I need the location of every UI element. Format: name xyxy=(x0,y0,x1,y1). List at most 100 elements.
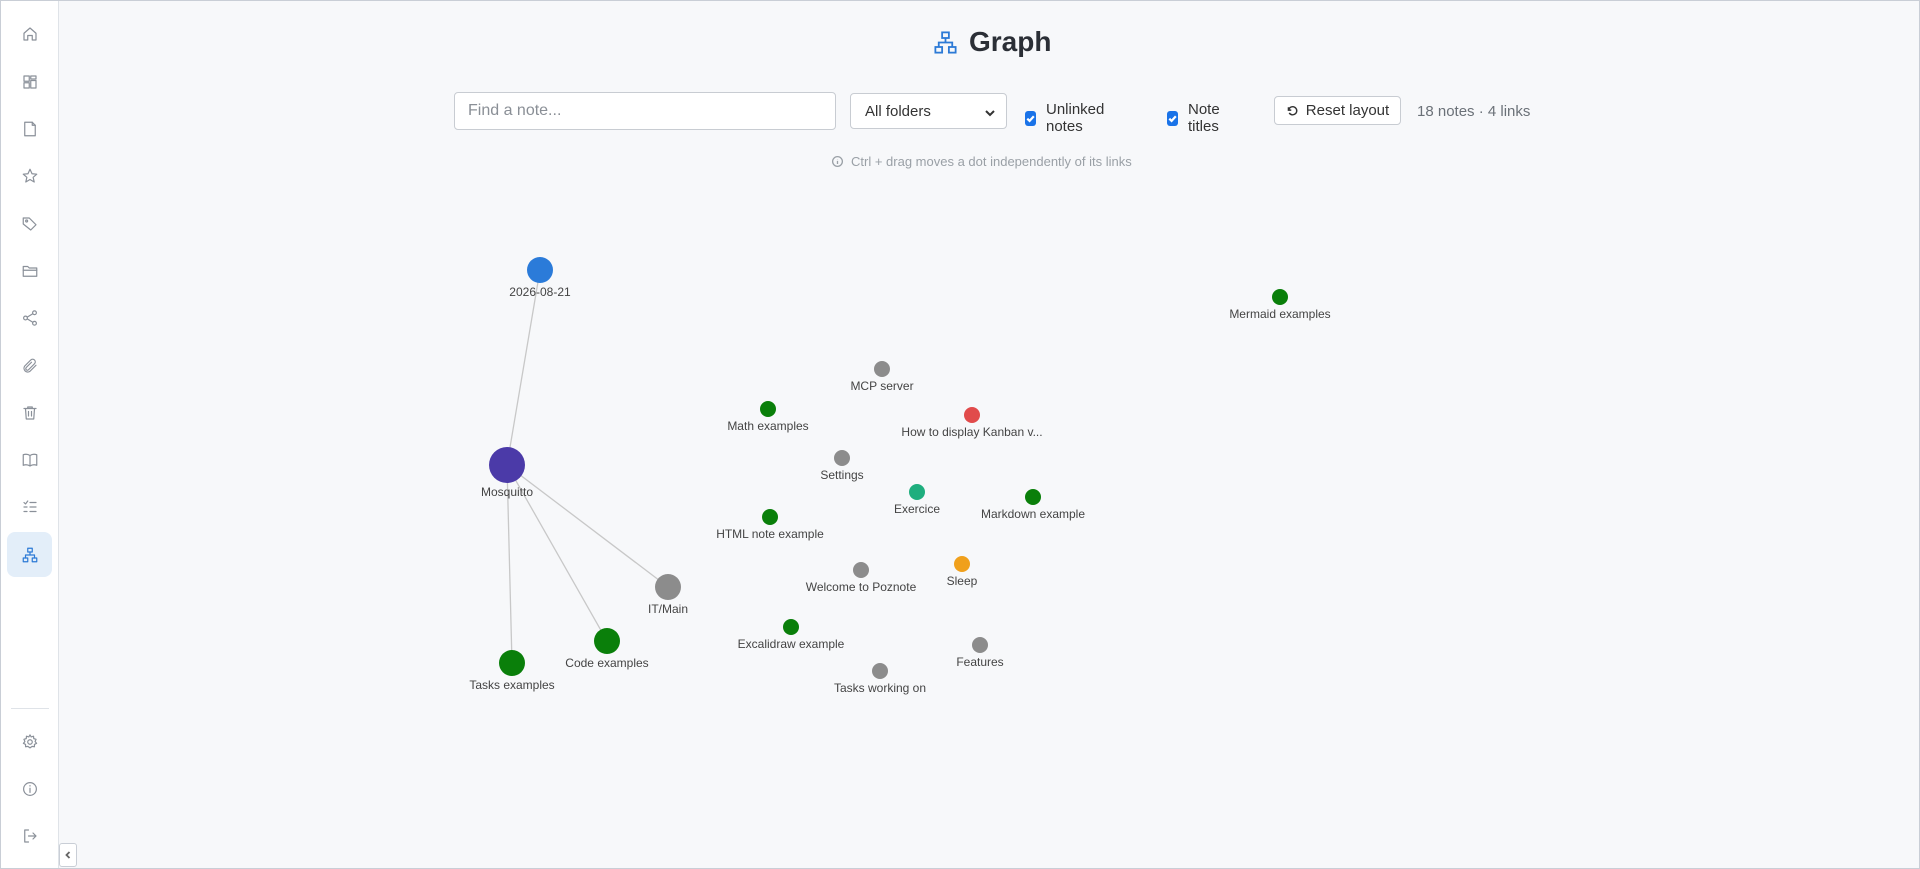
home-icon xyxy=(22,26,37,41)
sidebar-item-favorites[interactable] xyxy=(7,153,52,198)
note-titles-toggle[interactable]: Note titles xyxy=(1167,101,1224,135)
graph-node-dot[interactable] xyxy=(853,562,869,578)
graph-node-label: 2026-08-21 xyxy=(509,285,571,299)
book-icon xyxy=(22,453,37,467)
graph-node-label: Tasks working on xyxy=(834,681,926,695)
sidebar-item-graph[interactable] xyxy=(7,532,52,577)
graph-node[interactable]: Math examples xyxy=(727,401,809,433)
folder-icon xyxy=(22,265,37,277)
page-title: Graph xyxy=(932,24,1051,60)
sidebar-divider xyxy=(11,708,49,709)
graph-node[interactable]: IT/Main xyxy=(648,574,688,616)
graph-node[interactable]: Code examples xyxy=(565,628,649,670)
graph-node-label: Settings xyxy=(820,468,863,482)
sidebar-item-logout[interactable] xyxy=(7,813,52,858)
graph-node[interactable]: Settings xyxy=(820,450,864,482)
graph-node[interactable]: HTML note example xyxy=(716,509,824,541)
sidebar-item-home[interactable] xyxy=(7,11,52,56)
graph-node-dot[interactable] xyxy=(594,628,620,654)
graph-node[interactable]: Tasks working on xyxy=(834,663,926,695)
graph-node-dot[interactable] xyxy=(874,361,890,377)
graph-node[interactable]: 2026-08-21 xyxy=(509,257,571,299)
graph-node-label: Sleep xyxy=(947,574,978,588)
graph-node-dot[interactable] xyxy=(954,556,970,572)
graph-node-dot[interactable] xyxy=(964,407,980,423)
star-icon xyxy=(22,168,37,183)
drag-hint: Ctrl + drag moves a dot independently of… xyxy=(831,154,1132,169)
graph-node[interactable]: Welcome to Poznote xyxy=(806,562,917,594)
graph-node-dot[interactable] xyxy=(760,401,776,417)
graph-node[interactable]: MCP server xyxy=(850,361,914,393)
graph-node[interactable]: Exercice xyxy=(894,484,940,516)
graph-node-label: MCP server xyxy=(850,379,913,393)
gear-icon xyxy=(22,733,37,748)
graph-node-dot[interactable] xyxy=(909,484,925,500)
sidebar-item-tasks[interactable] xyxy=(7,484,52,529)
reset-layout-button[interactable]: Reset layout xyxy=(1274,96,1401,125)
graph-node-label: Exercice xyxy=(894,502,940,516)
graph-node-dot[interactable] xyxy=(527,257,553,283)
checkmark-icon xyxy=(1168,115,1177,122)
sidebar-item-tags[interactable] xyxy=(7,201,52,246)
folder-select[interactable]: All folders xyxy=(850,93,1007,129)
sidebar-item-settings[interactable] xyxy=(7,719,52,764)
folder-select-value: All folders xyxy=(865,102,931,120)
note-titles-checkbox[interactable] xyxy=(1167,110,1178,126)
sidebar-item-guide[interactable] xyxy=(7,437,52,482)
graph-node-dot[interactable] xyxy=(762,509,778,525)
graph-node-label: IT/Main xyxy=(648,602,688,616)
graph-node[interactable]: Mosquitto xyxy=(481,447,533,499)
sidebar-item-dashboard[interactable] xyxy=(7,59,52,104)
graph-node[interactable]: Markdown example xyxy=(981,489,1085,521)
logout-icon xyxy=(23,828,37,843)
graph-node-dot[interactable] xyxy=(972,637,988,653)
graph-node-label: Mosquitto xyxy=(481,485,533,499)
tag-icon xyxy=(22,216,37,231)
graph-node[interactable]: How to display Kanban v... xyxy=(901,407,1043,439)
page-title-text: Graph xyxy=(969,26,1052,57)
graph-icon xyxy=(934,30,957,54)
graph-node-dot[interactable] xyxy=(783,619,799,635)
graph-node-label: Code examples xyxy=(565,656,648,670)
chevron-down-icon xyxy=(984,106,996,118)
sidebar-item-shared[interactable] xyxy=(7,295,52,340)
graph-node-label: Tasks examples xyxy=(469,678,554,692)
dashboard-icon xyxy=(22,74,37,89)
sidebar-item-about[interactable] xyxy=(7,766,52,811)
sidebar-item-notes[interactable] xyxy=(7,106,52,151)
graph-node-label: How to display Kanban v... xyxy=(901,425,1042,439)
graph-node-dot[interactable] xyxy=(1025,489,1041,505)
graph-node-dot[interactable] xyxy=(834,450,850,466)
graph-node-label: Markdown example xyxy=(981,507,1085,521)
unlinked-notes-toggle[interactable]: Unlinked notes xyxy=(1025,101,1108,135)
graph-icon xyxy=(22,547,37,562)
sidebar-item-folders[interactable] xyxy=(7,248,52,293)
info-icon xyxy=(22,781,37,796)
graph-node-dot[interactable] xyxy=(655,574,681,600)
sidebar xyxy=(1,1,59,868)
share-icon xyxy=(22,309,37,326)
graph-stats: 18 notes · 4 links xyxy=(1417,103,1531,120)
graph-node-dot[interactable] xyxy=(1272,289,1288,305)
graph-node-label: Math examples xyxy=(727,419,808,433)
unlinked-notes-checkbox[interactable] xyxy=(1025,110,1036,126)
sidebar-collapse-button[interactable] xyxy=(59,843,77,867)
chevron-left-icon xyxy=(65,851,71,859)
sidebar-item-trash[interactable] xyxy=(7,390,52,435)
graph-node-dot[interactable] xyxy=(499,650,525,676)
graph-node[interactable]: Mermaid examples xyxy=(1229,289,1331,321)
paperclip-icon xyxy=(22,358,37,373)
graph-node-dot[interactable] xyxy=(489,447,525,483)
graph-node-dot[interactable] xyxy=(872,663,888,679)
graph-node[interactable]: Sleep xyxy=(947,556,978,588)
note-icon xyxy=(23,121,36,136)
graph-node[interactable]: Excalidraw example xyxy=(738,619,845,651)
search-input[interactable] xyxy=(454,92,836,130)
sidebar-item-attachments[interactable] xyxy=(7,343,52,388)
checkmark-icon xyxy=(1026,115,1035,122)
trash-icon xyxy=(22,405,37,420)
drag-hint-text: Ctrl + drag moves a dot independently of… xyxy=(851,154,1132,169)
graph-node[interactable]: Tasks examples xyxy=(469,650,555,692)
info-icon xyxy=(831,155,844,168)
graph-node[interactable]: Features xyxy=(956,637,1004,669)
